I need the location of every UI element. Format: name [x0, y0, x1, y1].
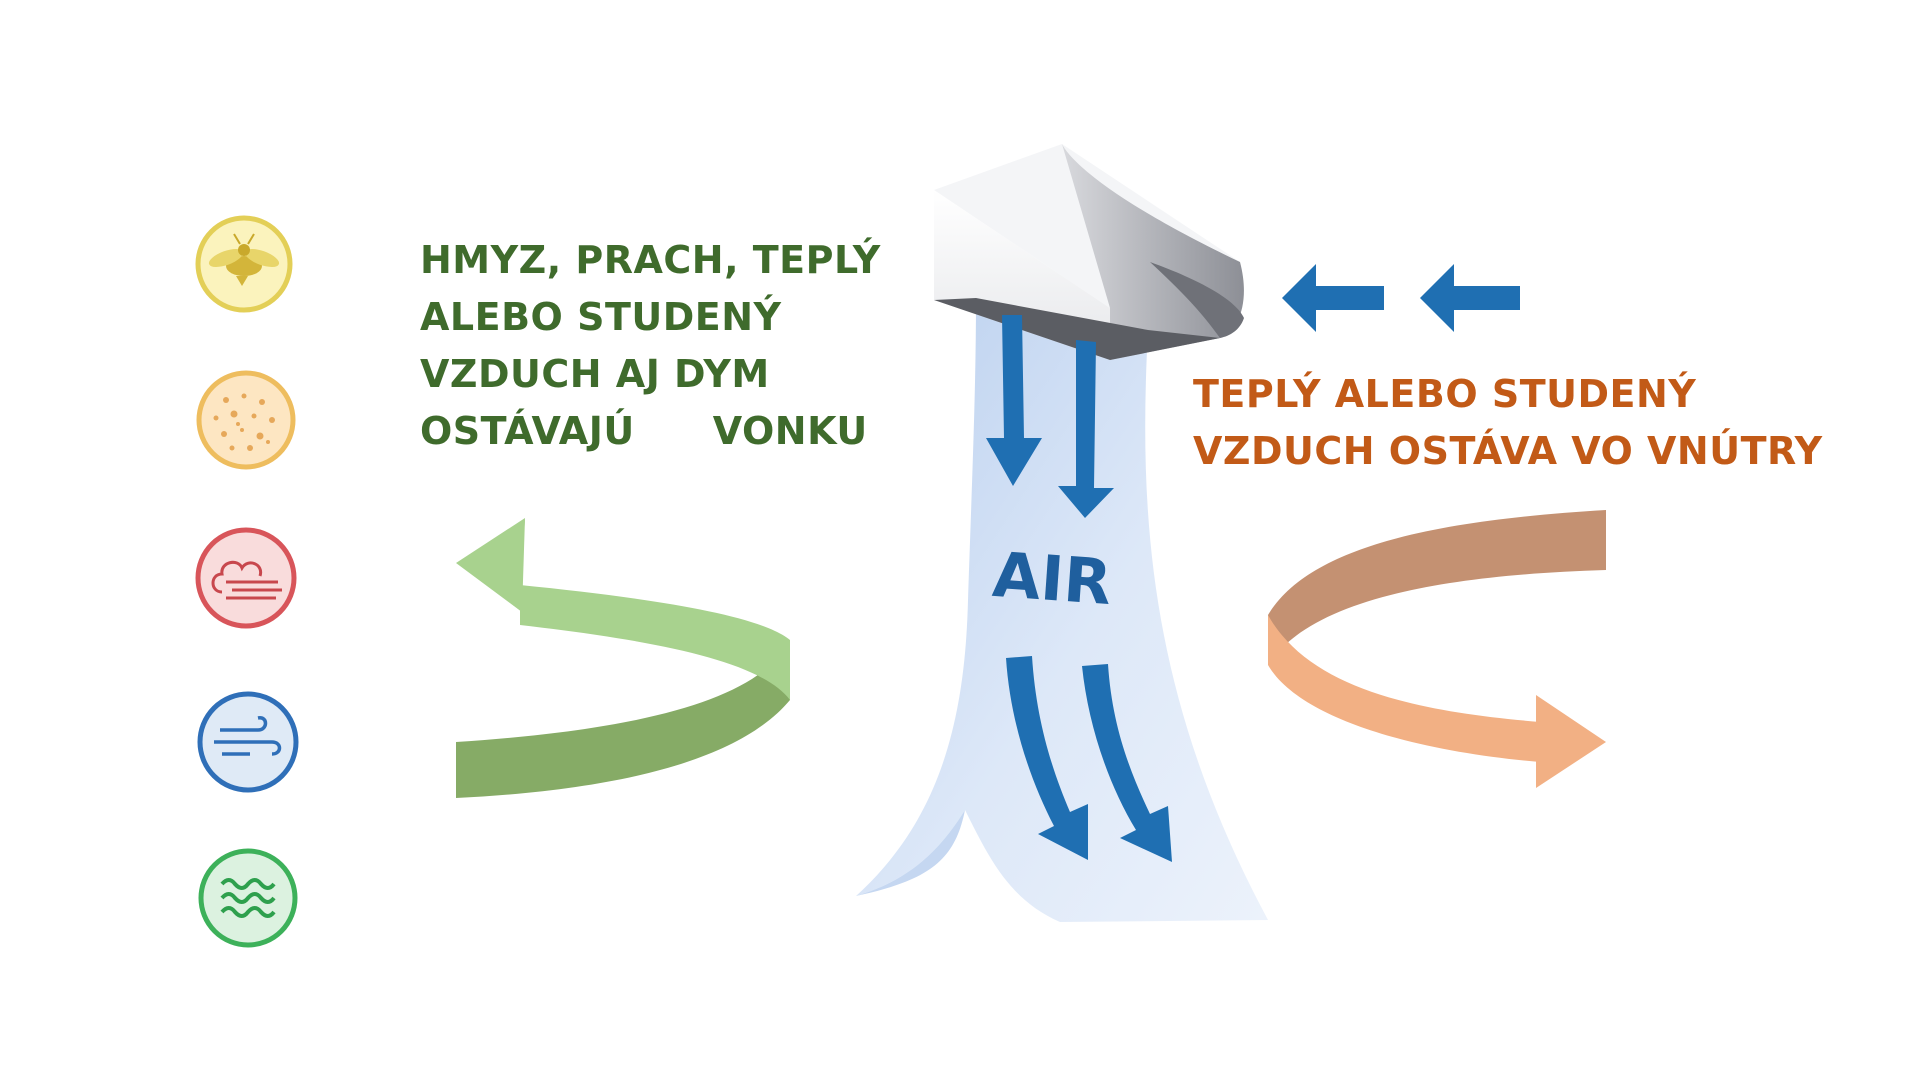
smoke-icon [195, 527, 297, 629]
left-arrow-icon [1420, 264, 1520, 332]
outside-caption: HMYZ, PRACH, TEPLÝ ALEBO STUDENÝ VZDUCH … [420, 232, 881, 460]
down-curved-arrow-icon [1082, 664, 1172, 862]
outside-caption-line: ALEBO STUDENÝ [420, 295, 782, 339]
inside-curved-arrow [1268, 510, 1606, 788]
inside-caption-line: TEPLÝ ALEBO STUDENÝ [1193, 372, 1697, 416]
dust-icon [196, 370, 296, 470]
left-arrow-icon [1282, 264, 1384, 332]
air-label: AIR [990, 538, 1114, 619]
air-stream [856, 298, 1268, 922]
outside-caption-line: HMYZ, PRACH, TEPLÝ [420, 238, 881, 282]
outside-caption-last-line: OSTÁVAJÚ VONKU [420, 403, 881, 460]
outside-curved-arrow [456, 518, 790, 798]
insect-icon [195, 215, 293, 313]
wind-icon [197, 691, 299, 793]
outside-caption-word: OSTÁVAJÚ [420, 409, 635, 453]
outside-caption-word: VONKU [712, 409, 868, 453]
down-arrow-icon [1058, 340, 1114, 518]
down-curved-arrow-icon [1006, 656, 1088, 860]
heat-waves-icon [198, 848, 298, 948]
air-curtain-unit [934, 144, 1244, 360]
outside-caption-line: VZDUCH AJ DYM [420, 352, 770, 396]
down-arrow-icon [986, 315, 1042, 486]
inside-caption: TEPLÝ ALEBO STUDENÝ VZDUCH OSTÁVA VO VNÚ… [1193, 366, 1823, 480]
flow-arrows [986, 315, 1172, 862]
incoming-air-arrows [1282, 264, 1520, 332]
inside-caption-line: VZDUCH OSTÁVA VO VNÚTRY [1193, 429, 1823, 473]
